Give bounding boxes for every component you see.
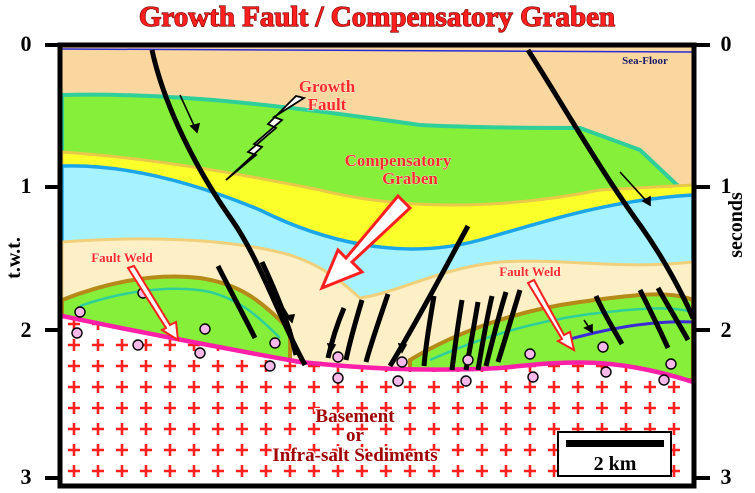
basement-label-line2: or bbox=[346, 425, 365, 446]
basement-label-line3: Infra-salt Sediments bbox=[272, 445, 437, 466]
basement-label: Basement or Infra-salt Sediments bbox=[271, 405, 439, 468]
growth-fault-right bbox=[525, 48, 693, 319]
fault-weld-left-label: Fault Weld bbox=[91, 250, 153, 265]
scale-bar-line bbox=[566, 440, 664, 447]
left-axis: 0 1 2 3 t.w.t. bbox=[3, 31, 60, 489]
growth-fault-label-line1: Growth bbox=[299, 77, 356, 96]
fault-weld-right-callout: Fault Weld bbox=[499, 264, 576, 352]
plot-frame bbox=[57, 42, 697, 489]
graben-faults bbox=[215, 224, 691, 371]
lightning-bolt-icon bbox=[225, 95, 307, 181]
left-tick-1: 1 bbox=[21, 173, 32, 198]
fault-weld-left-callout: Fault Weld bbox=[91, 250, 180, 342]
salt-remnant-circles bbox=[71, 287, 677, 387]
compensatory-graben-callout: Compensatory Graben bbox=[319, 151, 452, 291]
right-tick-0: 0 bbox=[721, 31, 732, 56]
basement-pattern bbox=[62, 318, 693, 485]
right-axis-label: seconds bbox=[725, 192, 747, 258]
left-tick-0: 0 bbox=[21, 31, 32, 56]
sea-floor-label: Sea-Floor bbox=[622, 55, 668, 67]
scale-bar: 2 km bbox=[557, 431, 672, 477]
scale-bar-box bbox=[557, 431, 672, 477]
growth-fault-callout: Growth Fault bbox=[225, 77, 356, 181]
basement-label-line1: Basement bbox=[315, 406, 395, 427]
right-tick-2: 2 bbox=[721, 317, 732, 342]
fault-weld-left-arrow-icon bbox=[126, 264, 180, 342]
fault-weld-right-arrow-icon bbox=[526, 278, 576, 352]
scale-bar-label: 2 km bbox=[594, 453, 637, 475]
left-axis-label: t.w.t. bbox=[3, 237, 25, 279]
graben-arrow-icon bbox=[319, 193, 413, 291]
compensatory-graben-line1: Compensatory bbox=[345, 151, 452, 170]
left-tick-2: 2 bbox=[21, 317, 32, 342]
growth-fault-left bbox=[149, 49, 308, 367]
cross-section bbox=[62, 45, 693, 485]
slip-arrows bbox=[179, 94, 651, 354]
salt-weld-line bbox=[62, 313, 693, 385]
right-tick-1: 1 bbox=[721, 173, 732, 198]
right-axis: 0 1 2 3 seconds bbox=[694, 31, 747, 489]
right-tick-3: 3 bbox=[721, 464, 732, 489]
fault-weld-right-label: Fault Weld bbox=[499, 264, 561, 279]
left-tick-3: 3 bbox=[21, 464, 32, 489]
lower-raft-left-band bbox=[79, 287, 281, 339]
compensatory-graben-line2: Graben bbox=[382, 169, 438, 188]
diagram-title: Growth Fault / Compensatory Graben bbox=[139, 1, 615, 33]
sea-floor-line bbox=[62, 48, 693, 53]
growth-fault-label-line2: Fault bbox=[308, 95, 347, 114]
